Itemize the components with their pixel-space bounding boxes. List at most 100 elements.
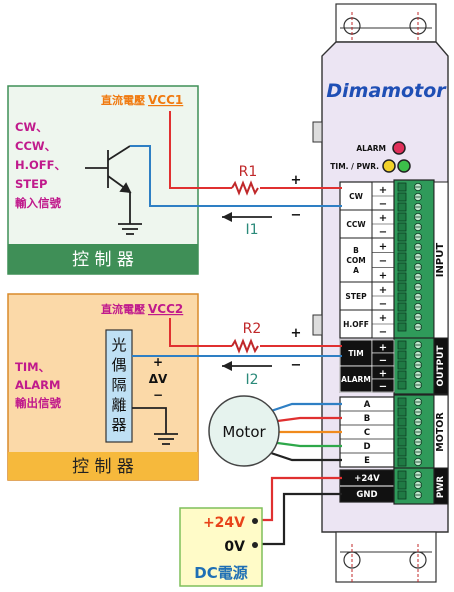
r2-label: R2 <box>243 321 262 337</box>
output-signal-caption: 輸出信號 <box>15 396 61 410</box>
vcc2-label: VCC2 <box>148 302 183 316</box>
input-terminal-sign: + <box>379 271 387 282</box>
input-signal-label-ccw: CCW、 <box>15 139 56 153</box>
output-signal-label-tim: TIM、 <box>15 360 50 374</box>
input-terminal-socket <box>397 232 407 242</box>
input-terminal-socket <box>397 212 407 222</box>
motor-terminal-label: B <box>364 414 370 424</box>
driver-unit: Dimamotor ALARM TIM. / PWR. CWCCWBCOMAST… <box>312 3 449 583</box>
wires-controller-1 <box>130 111 342 222</box>
resistor-r1 <box>231 180 259 196</box>
vcc1-prefix: 直流電壓 <box>101 93 145 107</box>
motor-terminal-label: A <box>364 400 371 410</box>
input-signal-label-hoff: H.OFF、 <box>15 158 66 172</box>
output-terminal-label: TIM <box>348 349 363 358</box>
top-mounting-bracket <box>335 3 437 43</box>
input-terminal-sign: + <box>379 313 387 324</box>
motor-terminal-socket <box>397 407 407 417</box>
brand-logo: Dimamotor <box>326 80 447 102</box>
input-signal-label-step: STEP <box>15 177 47 191</box>
bottom-mounting-bracket <box>335 531 437 583</box>
input-terminal-socket <box>397 302 407 312</box>
delta-v-plus: + <box>153 355 163 369</box>
input-terminal-socket <box>397 222 407 232</box>
optocoupler-box <box>105 329 133 443</box>
motor-terminal-socket <box>397 397 407 407</box>
controller-1-footer: 控 制 器 <box>72 250 134 270</box>
dc-24v-terminal <box>252 518 258 524</box>
motor-terminal-socket <box>397 437 407 447</box>
output-side-label: OUTPUT <box>436 345 446 387</box>
motor-terminal-socket <box>397 447 407 457</box>
input-terminal-socket <box>397 182 407 192</box>
vcc2-wire <box>169 318 232 347</box>
input-terminal-label: H.OFF <box>343 320 369 329</box>
output-terminal-label: ALARM <box>341 375 371 384</box>
pwr-side-label: PWR <box>436 475 446 498</box>
controller-2-box <box>7 293 199 481</box>
pwr-terminal-socket <box>397 490 407 500</box>
input-terminal-label: B <box>353 246 359 255</box>
tim-pwr-led-label: TIM. / PWR. <box>330 162 379 171</box>
dc-power-wires <box>262 476 342 546</box>
output-terminal-sign: + <box>379 369 387 380</box>
motor-side-label: MOTOR <box>435 412 446 452</box>
input-terminal-sign: + <box>379 213 387 224</box>
pwr-terminal-socket <box>397 470 407 480</box>
input-terminal-label: COM <box>346 256 365 265</box>
input-terminal-socket <box>397 252 407 262</box>
output-terminal-socket <box>397 340 407 350</box>
motor-symbol <box>208 395 280 467</box>
transistor-symbol <box>85 145 142 235</box>
controller-1-footer-bar <box>8 244 198 274</box>
output-signal-label-alarm: ALARM <box>15 378 60 392</box>
output-terminal-sign: − <box>379 382 387 393</box>
pwr-terminal-label: GND <box>356 490 377 500</box>
delta-v-minus: − <box>153 388 163 402</box>
input-terminal-socket <box>397 242 407 252</box>
input-terminal-label: CCW <box>346 220 366 229</box>
dc-24v-label: +24V <box>203 515 245 531</box>
tim-plus-sign: + <box>291 326 302 341</box>
input-terminal-label: STEP <box>345 292 367 301</box>
optocoupler-char: 光 <box>111 336 126 354</box>
controller-1-panel: 控 制 器 直流電壓 VCC1 CW、 CCW、 H.OFF、 STEP 輸入信… <box>7 85 199 275</box>
wires-controller-2 <box>132 318 342 371</box>
controller-2-footer: 控 制 器 <box>72 457 134 477</box>
alarm-led-label: ALARM <box>356 144 386 153</box>
motor-terminal-label: C <box>364 428 370 438</box>
motor-terminal-label: D <box>363 442 370 452</box>
input-side-label: INPUT <box>435 243 446 278</box>
input-terminal-socket <box>397 312 407 322</box>
input-terminal-sign: + <box>379 285 387 296</box>
cw-minus-wire <box>130 145 342 207</box>
pwr-terminal-label: +24V <box>354 474 380 484</box>
input-signal-caption: 輸入信號 <box>15 196 61 210</box>
tim-minus-sign: − <box>291 358 302 373</box>
input-terminal-socket <box>397 262 407 272</box>
motor-terminal-socket <box>397 417 407 427</box>
input-terminal-sign: − <box>379 256 387 267</box>
i2-label: I2 <box>245 372 258 388</box>
pwr-led <box>397 159 411 173</box>
cw-plus-sign: + <box>291 173 302 188</box>
input-signal-label-cw: CW、 <box>15 120 48 134</box>
motor-terminal-socket <box>397 457 407 467</box>
vcc1-label: VCC1 <box>148 93 183 107</box>
i1-label: I1 <box>245 222 258 238</box>
dc-0v-terminal <box>252 542 258 548</box>
motor-terminal-socket <box>397 427 407 437</box>
controller-1-box <box>7 85 199 275</box>
optocoupler-char: 器 <box>111 416 126 434</box>
side-notch-top <box>312 121 323 143</box>
input-terminal-sign: + <box>379 241 387 252</box>
r1-label: R1 <box>239 164 258 180</box>
input-terminal-socket <box>397 322 407 332</box>
input-terminal-sign: − <box>379 227 387 238</box>
motor-wires <box>267 402 342 462</box>
output-terminal-sign: − <box>379 356 387 367</box>
